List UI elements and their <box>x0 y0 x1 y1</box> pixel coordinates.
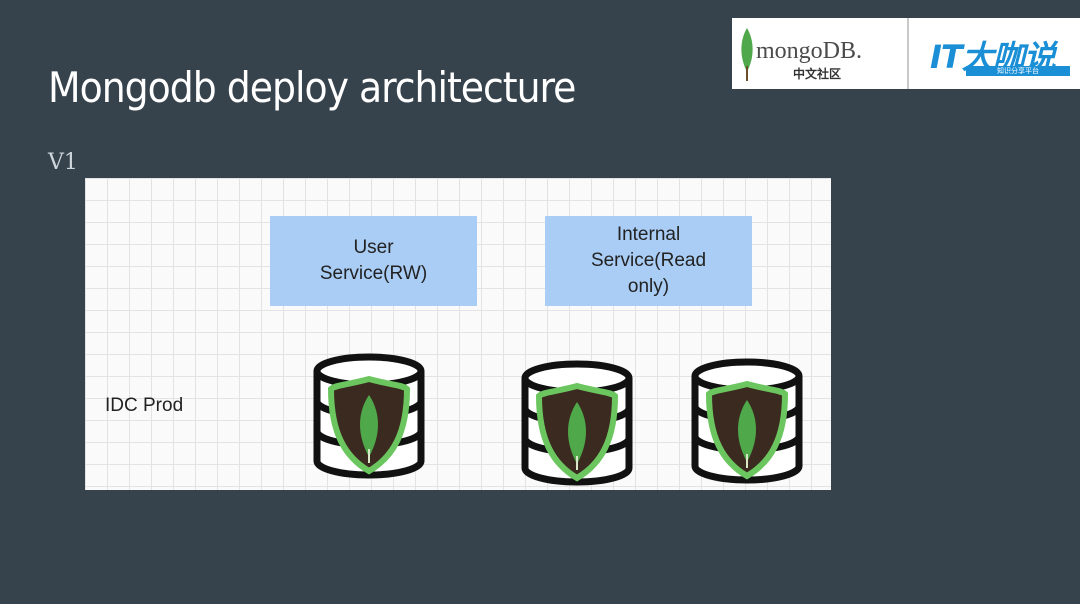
it-logo-subtext: 知识分享平台 <box>966 66 1070 76</box>
mongodb-database-icon <box>689 358 805 490</box>
logo-banner: mongoDB. 中文社区 IT大咖说 知识分享平台 <box>732 18 1080 89</box>
zone-label: IDC Prod <box>105 395 184 416</box>
user-service-label: User Service(RW) <box>319 237 428 284</box>
slide-subtitle: V1 <box>48 150 78 175</box>
mongodb-database-icon <box>519 360 635 490</box>
internal-service-label: Internal Service(Read only) <box>590 224 707 297</box>
logo-divider <box>907 18 909 89</box>
mongodb-leaf-icon <box>741 28 753 81</box>
mongodb-database-icon <box>311 353 427 485</box>
slide-title: Mongodb deploy architecture <box>48 63 576 112</box>
mongodb-logo-subtext: 中文社区 <box>793 67 842 81</box>
mongodb-logo-text: mongoDB. <box>756 38 863 64</box>
internal-service-box: Internal Service(Read only) <box>545 216 752 306</box>
architecture-diagram: User Service(RW) Internal Service(Read o… <box>85 178 831 490</box>
user-service-box: User Service(RW) <box>270 216 477 306</box>
